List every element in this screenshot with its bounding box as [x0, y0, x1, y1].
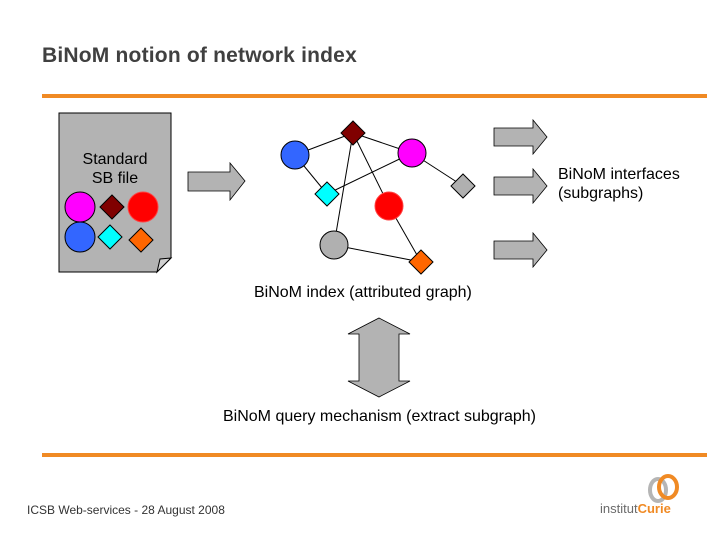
sb-shape-circle [127, 191, 159, 223]
footer-divider [42, 453, 707, 457]
sb-file-label-line1: Standard [82, 151, 148, 168]
sb-shape-diamond [99, 194, 125, 220]
graph-node-diamond [450, 173, 476, 199]
graph-node-circle [319, 230, 349, 260]
graph-edge [326, 152, 413, 195]
interface-arrow-icon [493, 118, 548, 156]
graph-nodes [280, 120, 476, 275]
graph-edge [333, 244, 422, 263]
interface-arrow-icon [493, 167, 548, 205]
interface-arrows [493, 118, 548, 269]
graph-edge [333, 132, 354, 246]
arrow-right-icon [187, 161, 246, 202]
query-label: BiNoM query mechanism (extract subgraph) [223, 408, 537, 425]
double-arrow-icon [347, 317, 411, 398]
index-label: BiNoM index (attributed graph) [254, 284, 472, 301]
footer-text: ICSB Web-services - 28 August 2008 [27, 503, 225, 517]
logo-text: institutCurie [600, 501, 671, 516]
graph-node-diamond [340, 120, 366, 146]
graph-node-diamond [314, 181, 340, 207]
logo-name: Curie [637, 501, 671, 516]
sb-file-label-line2: SB file [91, 170, 139, 187]
graph-node-circle [397, 138, 427, 168]
graph-node-diamond [408, 249, 434, 275]
interfaces-label: BiNoM interfaces (subgraphs) [558, 165, 680, 203]
sb-shape-circle [64, 191, 96, 223]
header-divider [42, 94, 707, 98]
sb-shape-diamond [128, 227, 154, 253]
sb-shape-circle [64, 221, 96, 253]
graph-node-circle [374, 191, 404, 221]
interfaces-label-line1: BiNoM interfaces [558, 166, 680, 183]
logo-rings-icon [648, 474, 679, 503]
graph-node-circle [280, 140, 310, 170]
slide-title: BiNoM notion of network index [42, 44, 357, 67]
interface-arrow-icon [493, 231, 548, 269]
sb-file-shapes [64, 191, 159, 253]
sb-file-label: Standard SB file [70, 150, 160, 188]
interfaces-label-line2: (subgraphs) [558, 185, 644, 202]
institut-curie-logo: institutCurie [600, 473, 690, 523]
sb-shape-diamond [97, 224, 123, 250]
logo-prefix: institut [600, 501, 638, 516]
